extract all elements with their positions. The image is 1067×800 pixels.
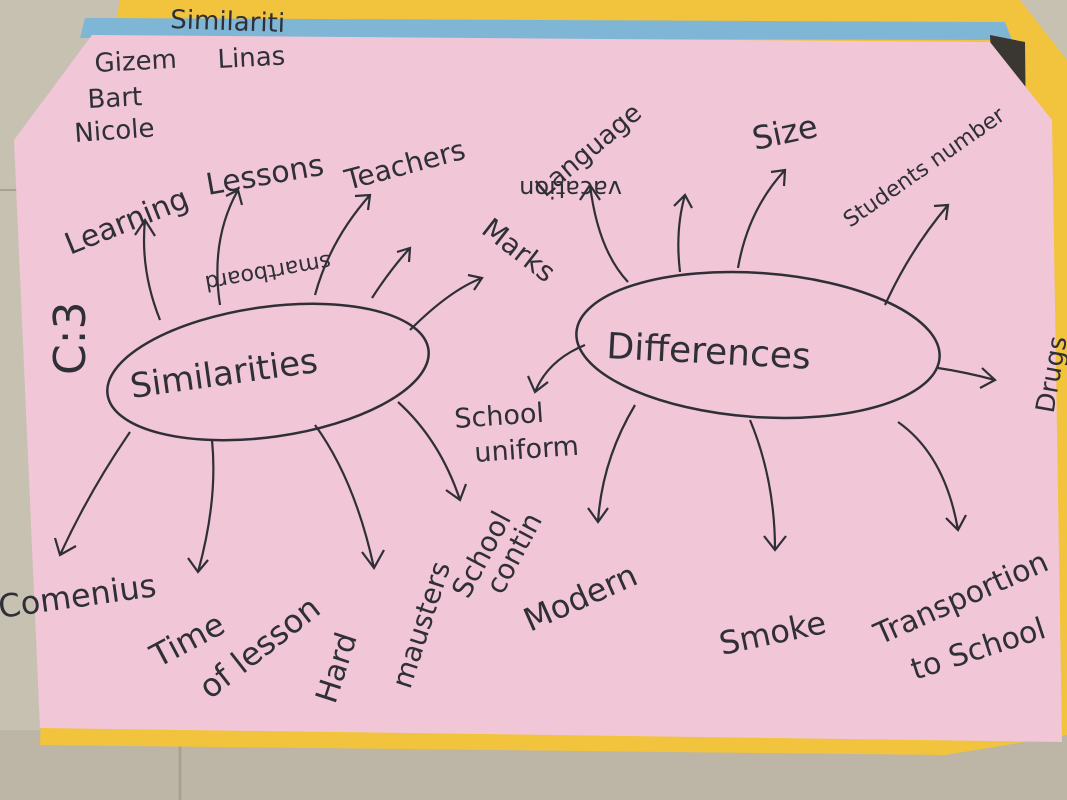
differences-bubble [575, 270, 941, 420]
branch-arrow [409, 273, 484, 331]
branch-label-vacation: vacation [519, 175, 622, 203]
branch-arrow [313, 193, 372, 296]
branch-arrow [883, 203, 950, 306]
author-name-bart: Bart [87, 82, 143, 115]
author-name-nicole: Nicole [73, 113, 155, 149]
branch-arrow [748, 419, 787, 552]
back-sheet-text: Similariti [170, 5, 286, 39]
branch-arrow [897, 421, 967, 532]
branch-arrow [736, 168, 787, 269]
branch-arrow [216, 188, 244, 306]
author-name-gizem: Gizem [94, 45, 178, 79]
branch-arrow [587, 404, 636, 524]
smiley-doodle: C:3 [45, 301, 96, 375]
branch-label-school-uniform-2: uniform [473, 431, 580, 469]
author-name-linas: Linas [217, 41, 286, 75]
branch-arrow [314, 424, 385, 571]
branch-arrow [526, 343, 586, 394]
similarities-bubble [106, 302, 430, 442]
branch-arrow [187, 439, 215, 574]
branch-arrow [371, 246, 412, 299]
branch-arrow [937, 366, 997, 389]
branch-arrow [579, 183, 629, 283]
branch-arrow [53, 431, 131, 557]
branch-arrow [134, 217, 162, 321]
branch-arrow [673, 193, 693, 273]
branch-arrow [397, 401, 468, 502]
branch-label-school-uniform-1: School [453, 398, 545, 435]
blue-sheet [80, 18, 1012, 40]
